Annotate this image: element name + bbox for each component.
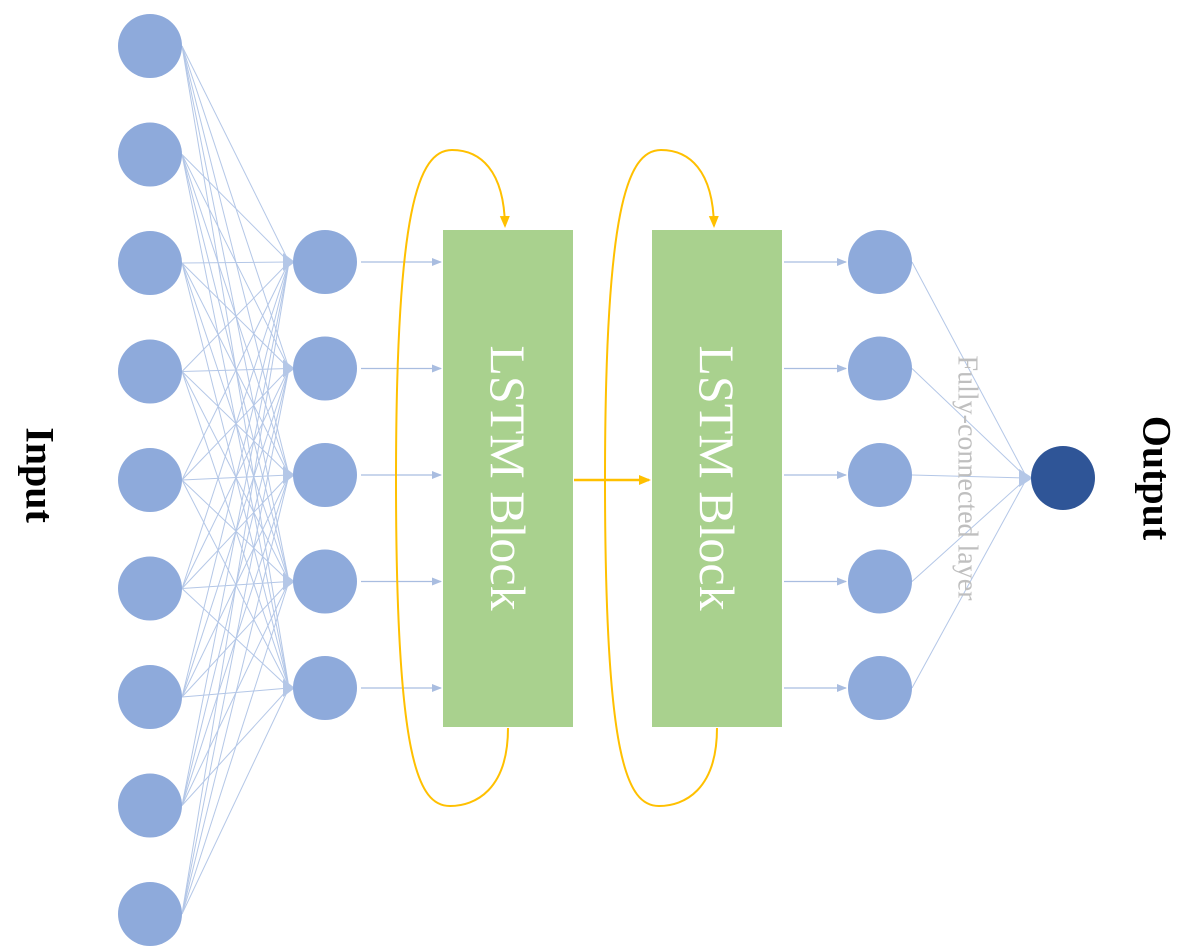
input-node <box>118 448 182 512</box>
input-hidden-connection <box>181 368 290 915</box>
hidden-input-arrowhead <box>283 466 295 484</box>
lstm-block-1: LSTM Block <box>443 230 573 727</box>
lstm-block-2-label: LSTM Block <box>689 345 745 610</box>
lstm-block-2: LSTM Block <box>652 230 782 727</box>
input-hidden-connection <box>181 581 290 915</box>
hidden-input-arrowhead <box>283 359 295 378</box>
input-to-hidden-connections <box>181 45 295 915</box>
input-hidden-connection <box>181 687 290 915</box>
dense-output-connection <box>911 474 1028 479</box>
dense-node <box>848 336 912 401</box>
lstm-block-1-label: LSTM Block <box>480 345 536 610</box>
input-hidden-connection <box>181 371 290 476</box>
input-hidden-connection <box>181 154 290 369</box>
hidden-node <box>293 443 357 507</box>
input-hidden-connection <box>181 479 290 689</box>
hidden-node <box>293 656 357 720</box>
input-hidden-connection <box>181 261 290 806</box>
input-node <box>118 773 182 838</box>
dense-node <box>848 656 912 720</box>
input-node <box>118 339 182 404</box>
input-hidden-connection <box>181 371 290 582</box>
input-hidden-connection <box>181 261 290 372</box>
hidden-node <box>293 336 357 401</box>
input-node <box>118 882 182 946</box>
dense-output-connection <box>911 261 1028 479</box>
input-node <box>118 556 182 621</box>
input-hidden-connection <box>181 588 290 689</box>
fully-connected-layer-label: Fully-connected layer <box>952 356 983 602</box>
input-hidden-connection <box>181 261 290 264</box>
hidden-node <box>293 230 357 294</box>
input-hidden-connection <box>181 479 290 582</box>
dense-output-connection <box>911 368 1028 479</box>
input-node <box>118 122 182 187</box>
lstm-to-dense-arrows <box>784 258 847 692</box>
input-hidden-connection <box>181 474 290 915</box>
dense-node <box>848 443 912 507</box>
input-node <box>118 665 182 729</box>
output-node <box>1031 446 1095 510</box>
hidden-layer <box>293 230 357 720</box>
input-title: Input <box>18 427 63 523</box>
input-hidden-connection <box>181 154 290 263</box>
input-hidden-connection <box>181 45 290 369</box>
dense-output-connection <box>911 477 1028 582</box>
input-hidden-connection <box>181 261 290 589</box>
input-hidden-connection <box>181 261 290 481</box>
dense-to-output-connections <box>911 261 1033 689</box>
hidden-node <box>293 549 357 614</box>
input-hidden-connection <box>181 45 290 263</box>
dense-node <box>848 230 912 294</box>
input-hidden-connection <box>181 154 290 476</box>
input-layer <box>118 14 182 946</box>
input-hidden-connection <box>181 261 290 915</box>
input-hidden-connection <box>181 371 290 689</box>
input-hidden-connection <box>181 262 290 582</box>
dense-node <box>848 549 912 614</box>
hidden-input-arrowhead <box>283 572 295 591</box>
dense-layer <box>848 230 912 720</box>
hidden-to-lstm-arrows <box>361 258 442 692</box>
input-node <box>118 231 182 295</box>
dense-output-connection <box>911 477 1028 689</box>
output-input-arrowhead <box>1019 469 1033 487</box>
hidden-input-arrowhead <box>283 679 295 697</box>
output-title: Output <box>1135 416 1180 541</box>
hidden-input-arrowhead <box>283 253 295 271</box>
lstm-1-recurrent-arrow <box>394 148 510 808</box>
input-node <box>118 14 182 78</box>
input-hidden-connection <box>181 261 290 698</box>
